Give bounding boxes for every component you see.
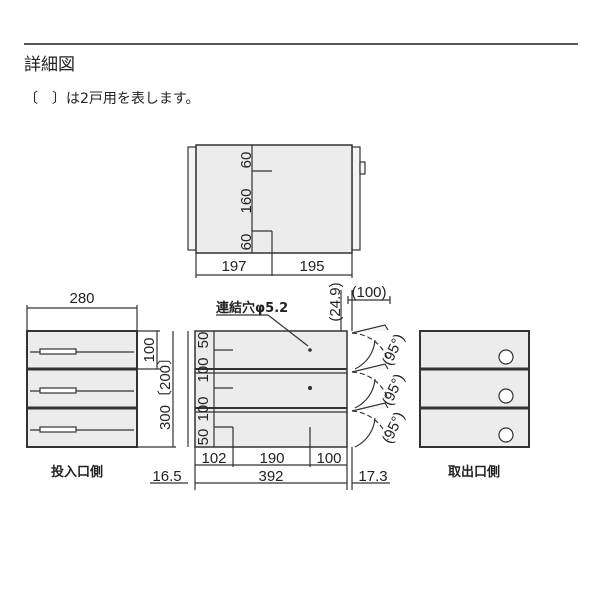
side-dim-50-top: 50 bbox=[195, 332, 212, 349]
side-dim-100-b: 100 bbox=[195, 396, 212, 421]
page-title: 詳細図 bbox=[24, 55, 75, 75]
inlet-side-view bbox=[26, 305, 176, 448]
total-depth-dim: 392 bbox=[258, 468, 283, 485]
hole-dim-100: 100 bbox=[316, 450, 341, 467]
hole-label: 連結穴φ5.2 bbox=[216, 300, 288, 316]
right-margin-dim: 17.3 bbox=[358, 468, 387, 485]
outlet-side-view bbox=[419, 330, 530, 448]
top-dim-195: 195 bbox=[299, 258, 324, 275]
top-dim-197: 197 bbox=[221, 258, 246, 275]
top-dim-60-upper: 60 bbox=[238, 152, 255, 169]
top-dim-60-lower: 60 bbox=[238, 234, 255, 251]
outlet-side-label: 取出口側 bbox=[448, 464, 500, 480]
inlet-unit-height: 100 bbox=[141, 337, 158, 362]
door-angle-2: (95°) bbox=[379, 371, 408, 408]
hole-dim-190: 190 bbox=[259, 450, 284, 467]
top-dim-160: 160 bbox=[238, 188, 255, 213]
door-angle-1: (95°) bbox=[379, 331, 408, 368]
side-dim-100-a: 100 bbox=[195, 357, 212, 382]
inlet-total-height: 300〔200〕 bbox=[157, 350, 174, 430]
header-rule bbox=[24, 43, 578, 45]
door-depth-dim: (100) bbox=[351, 284, 386, 301]
side-dim-50-bottom: 50 bbox=[195, 429, 212, 446]
hole-dim-102: 102 bbox=[201, 450, 226, 467]
left-margin-dim: 16.5 bbox=[152, 468, 181, 485]
inlet-side-label: 投入口側 bbox=[51, 464, 103, 480]
side-view bbox=[150, 290, 391, 490]
inlet-width: 280 bbox=[69, 290, 94, 307]
door-angle-3: (95°) bbox=[379, 409, 408, 446]
top-view bbox=[187, 144, 366, 278]
top-offset-dim: (24.9) bbox=[327, 282, 344, 321]
bracket-note: 〔 〕は2戸用を表します。 bbox=[24, 91, 200, 107]
